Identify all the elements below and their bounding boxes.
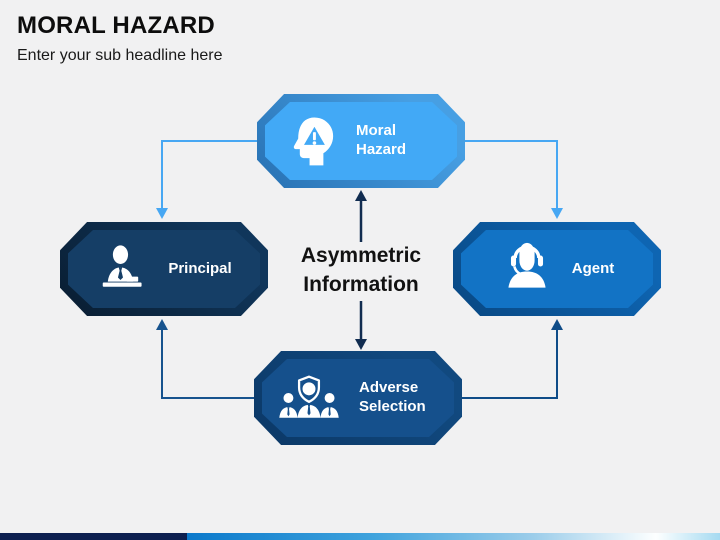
node-principal[interactable]: Principal — [60, 222, 268, 316]
arrowhead-up-principal — [156, 319, 168, 330]
head-warning-icon — [293, 117, 334, 166]
group-shield-icon — [279, 375, 339, 418]
asymmetric-information-label: Asymmetric Information — [300, 244, 422, 297]
footer-bar-gradient — [187, 533, 720, 540]
header: MORAL HAZARD Enter your sub headline her… — [17, 12, 222, 65]
connector-top-left — [161, 140, 259, 209]
node-label: Adverse Selection — [359, 379, 426, 415]
businessman-desk-icon — [103, 245, 142, 287]
node-content: Moral Hazard — [265, 102, 457, 180]
node-label: Principal — [168, 259, 232, 277]
arrowhead-up-agent — [551, 319, 563, 330]
arrowhead-down-principal — [156, 208, 168, 219]
node-content: Principal — [68, 230, 260, 308]
octagon-fill — [461, 230, 653, 308]
support-agent-icon — [508, 242, 546, 288]
arrowhead-down-adverse-selection — [355, 339, 367, 350]
node-label: Moral Hazard — [356, 122, 407, 158]
node-content: Agent — [461, 230, 653, 308]
connector-top-right — [463, 140, 558, 209]
node-agent[interactable]: Agent — [453, 222, 661, 316]
connector-bottom-right — [460, 329, 558, 399]
node-adverse-selection[interactable]: Adverse Selection — [254, 351, 462, 445]
octagon-fill — [68, 230, 260, 308]
slide-title[interactable]: MORAL HAZARD — [17, 12, 215, 39]
node-moral-hazard[interactable]: Moral Hazard — [257, 94, 465, 188]
node-content: Adverse Selection — [262, 359, 454, 437]
slide-subtitle-placeholder[interactable]: Enter your sub headline here — [17, 47, 223, 64]
footer-bar-navy — [0, 533, 187, 540]
node-label: Agent — [571, 259, 615, 277]
octagon-fill — [262, 359, 454, 437]
arrowhead-up-moral-hazard — [355, 190, 367, 201]
connector-bottom-left — [161, 329, 256, 399]
arrowhead-down-agent — [551, 208, 563, 219]
